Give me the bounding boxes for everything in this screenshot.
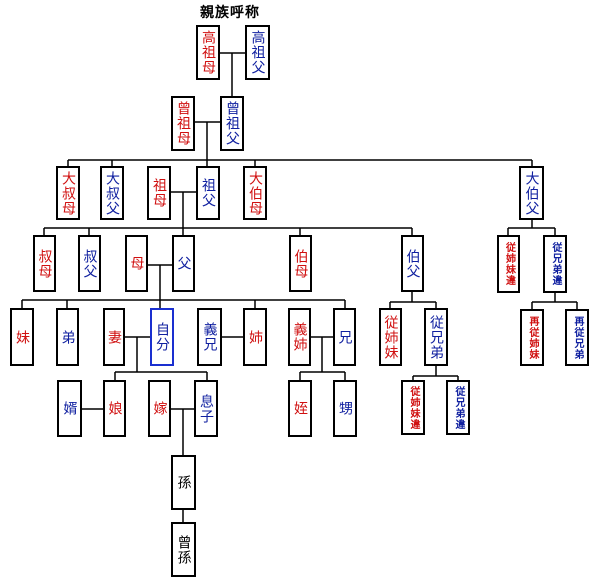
node-label: 従姉妹違 [408, 385, 419, 430]
node-so-bo: 祖母 [147, 166, 171, 220]
node-shuku-bo: 叔母 [33, 235, 56, 292]
node-label: 娘 [106, 401, 123, 416]
node-label: 義兄 [201, 322, 218, 352]
node-daihaku-bo: 大伯母 [243, 166, 267, 220]
node-oi: 甥 [333, 380, 357, 437]
node-label: 曾祖母 [175, 101, 191, 146]
node-label: 父 [175, 256, 192, 271]
node-ju-kyoudai-tou-2: 従兄弟違 [446, 380, 470, 435]
node-koso-fu: 高祖父 [245, 25, 270, 80]
node-daishuku-bo: 大叔母 [56, 166, 80, 220]
node-shuku-fu: 叔父 [78, 235, 101, 292]
node-jibun: 自分 [150, 308, 174, 366]
node-so-fu: 祖父 [196, 166, 220, 220]
node-label: 祖母 [151, 178, 167, 208]
node-label: 大伯母 [247, 170, 263, 216]
node-mei: 姪 [288, 380, 312, 437]
node-gikei: 義兄 [197, 308, 222, 366]
node-label: 高祖父 [249, 30, 266, 75]
node-otouto: 弟 [56, 308, 79, 366]
node-label: 伯父 [404, 248, 421, 279]
node-label: 再従姉妹 [527, 315, 538, 360]
node-label: 叔母 [36, 248, 53, 279]
node-soso-bo: 曾祖母 [171, 96, 195, 151]
node-label: 息子 [198, 393, 214, 424]
node-ju-shimai-tou: 従姉妹違 [497, 235, 520, 293]
node-label: 兄 [336, 329, 353, 345]
node-label: 妻 [106, 329, 122, 345]
node-label: 高祖母 [200, 30, 216, 75]
node-haku-fu: 伯父 [401, 235, 424, 292]
node-musume: 娘 [103, 380, 126, 437]
node-ane: 姉 [243, 308, 267, 366]
node-label: 従姉妹 [382, 314, 399, 360]
node-label: 弟 [59, 329, 76, 345]
node-haha: 母 [125, 235, 148, 292]
node-musuko: 息子 [194, 380, 218, 437]
node-label: 曾祖父 [224, 101, 240, 146]
node-ju-kyoudai-tou: 従兄弟違 [543, 235, 567, 293]
node-muko: 婿 [57, 380, 82, 437]
node-label: 妹 [14, 329, 30, 345]
node-label: 自分 [154, 322, 170, 352]
node-label: 従姉妹違 [503, 242, 515, 286]
node-label: 孫 [175, 475, 192, 490]
node-label: 大叔母 [60, 170, 76, 216]
node-yome: 嫁 [148, 380, 171, 437]
node-label: 叔父 [81, 248, 98, 279]
node-daihaku-fu: 大伯父 [519, 166, 544, 220]
node-label: 甥 [337, 401, 353, 416]
node-koso-bo: 高祖母 [196, 25, 220, 80]
node-label: 大伯父 [523, 170, 540, 216]
node-imouto: 妹 [10, 308, 34, 366]
node-chichi: 父 [172, 235, 195, 292]
node-label: 祖父 [200, 178, 216, 208]
node-soso-fu: 曾祖父 [220, 96, 244, 151]
node-label: 従兄弟違 [453, 385, 464, 430]
node-label: 婿 [61, 401, 78, 416]
node-label: 義姉 [291, 322, 308, 352]
node-ju-kyoudai: 従兄弟 [424, 308, 448, 366]
diagram-title: 親族呼称 [200, 5, 260, 21]
node-label: 姪 [292, 401, 308, 416]
node-label: 再従兄弟 [572, 315, 583, 360]
node-label: 母 [128, 256, 145, 271]
node-sai-ju-kyoudai: 再従兄弟 [565, 309, 589, 366]
node-mago: 孫 [171, 455, 196, 510]
node-daishuku-fu: 大叔父 [100, 166, 124, 220]
node-label: 大叔父 [104, 170, 120, 216]
node-himago: 曾孫 [171, 522, 196, 577]
node-ju-shimai-tou-2: 従姉妹違 [401, 380, 425, 435]
node-tsuma: 妻 [103, 308, 125, 366]
node-label: 曾孫 [175, 534, 192, 565]
node-ani: 兄 [333, 308, 356, 366]
node-haku-bo: 伯母 [289, 235, 312, 292]
node-gishi: 義姉 [288, 308, 311, 366]
node-ju-shimai: 従姉妹 [379, 308, 402, 366]
node-label: 嫁 [151, 401, 168, 416]
node-label: 従兄弟違 [550, 242, 561, 286]
node-sai-ju-shimai: 再従姉妹 [520, 309, 544, 366]
node-label: 姉 [247, 329, 263, 345]
node-label: 伯母 [292, 248, 309, 279]
node-label: 従兄弟 [428, 314, 444, 360]
